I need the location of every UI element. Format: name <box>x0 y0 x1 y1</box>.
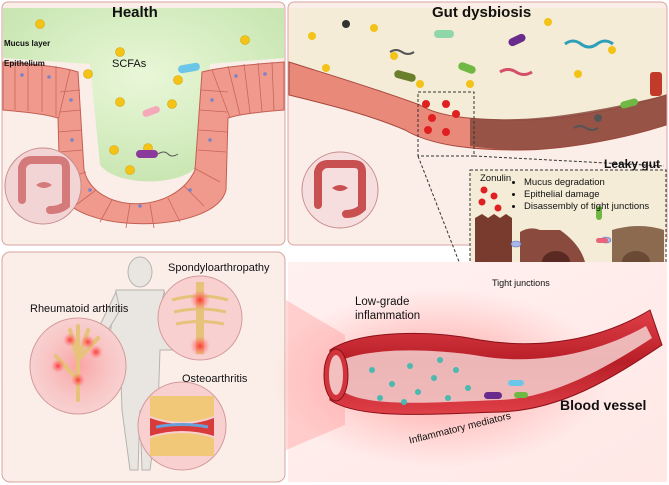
leaky-gut-title: Leaky gut <box>604 157 661 171</box>
leaky-gut-effect: Epithelial damage <box>524 189 649 201</box>
inflammatory-mediators <box>369 357 471 405</box>
bacterium <box>514 392 528 398</box>
zoom-line <box>473 155 665 167</box>
damaged-epithelium <box>470 95 666 150</box>
joints-panel <box>1 251 286 483</box>
scfa-molecules <box>308 18 616 88</box>
health-title: Health <box>112 4 158 21</box>
bacterium <box>142 106 160 117</box>
spondyloarthropathy-label: Spondyloarthropathy <box>168 262 270 274</box>
low-grade-label-line2: inflammation <box>355 310 421 322</box>
blood-vessel-label: Blood vessel <box>560 397 647 413</box>
zoom-line <box>417 155 471 291</box>
health-lumen <box>3 8 284 182</box>
dysbiotic-bacteria <box>342 20 662 131</box>
leaky-gut-effects-list: Mucus degradation Epithelial damage Disa… <box>510 177 649 213</box>
spine-joint-icon <box>157 275 243 361</box>
knee-joint-icon <box>137 381 227 471</box>
rheumatoid-arthritis-label: Rheumatoid arthritis <box>30 303 129 315</box>
mucus-layer-label: Mucus layer <box>4 39 51 48</box>
zonulin-label: Zonulin <box>480 173 512 184</box>
scfa-label: SCFAs <box>112 58 147 70</box>
bacterium <box>484 392 502 399</box>
colon-icon <box>4 147 82 225</box>
bacterium <box>508 380 524 386</box>
epithelium-label: Epithelium <box>4 59 45 68</box>
bacterium <box>596 238 608 243</box>
scfa-molecules <box>35 19 250 175</box>
hand-joint-icon <box>29 317 127 415</box>
flagellated-bacterium <box>136 150 179 158</box>
zoom-region <box>417 91 475 157</box>
dysbiosis-title: Gut dysbiosis <box>432 4 532 21</box>
leaky-gut-effect: Disassembly of tight junctions <box>524 201 649 213</box>
health-tight-junctions <box>20 72 267 208</box>
low-grade-label-line1: Low-grade <box>355 296 410 308</box>
zonulin-particles <box>478 186 502 212</box>
zonulin-particles <box>422 100 460 136</box>
osteoarthritis-label: Osteoarthritis <box>182 373 248 385</box>
leaky-gut-effect: Mucus degradation <box>524 177 649 189</box>
bacterium <box>178 62 200 74</box>
dysbiosis-panel <box>287 1 668 291</box>
tight-junctions-label: Tight junctions <box>492 278 550 288</box>
bacterium <box>596 206 602 220</box>
blood-vessel <box>270 288 663 468</box>
health-panel <box>1 1 286 246</box>
epithelium-cell-borders <box>14 61 275 229</box>
inflamed-colon-icon <box>300 150 380 230</box>
